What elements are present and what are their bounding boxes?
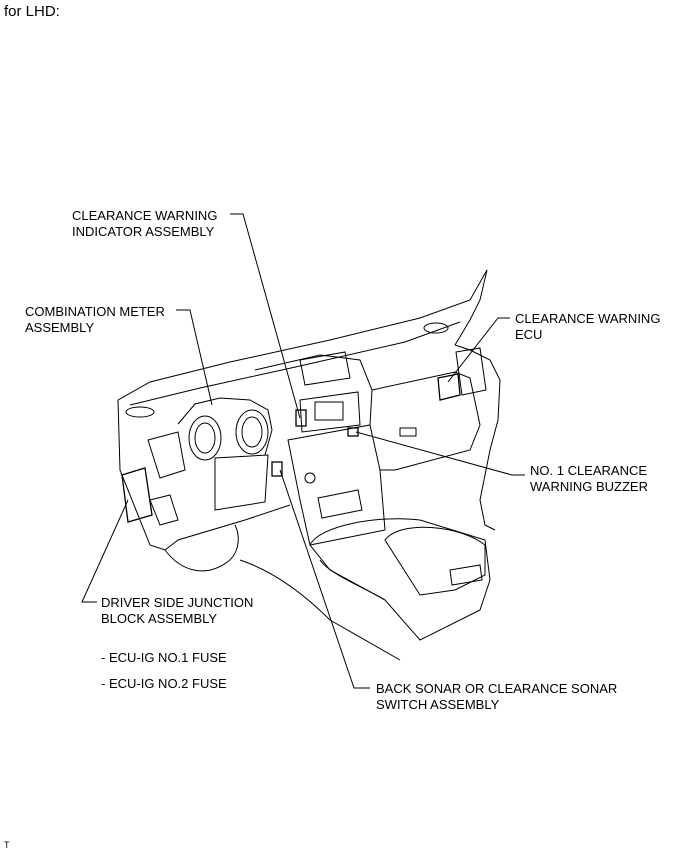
right-gauge xyxy=(235,409,269,455)
right-speaker-vent xyxy=(423,322,449,334)
buzzer-body xyxy=(347,427,359,437)
leader-combination-meter xyxy=(176,309,213,406)
audio-unit-screen xyxy=(314,401,344,421)
label-line: INDICATOR ASSEMBLY xyxy=(72,224,215,239)
label-back-sonar-switch: BACK SONAR OR CLEARANCE SONAR SWITCH ASS… xyxy=(376,681,617,713)
sonar-switch-body xyxy=(271,461,283,477)
center-console xyxy=(309,518,491,641)
windshield-edge xyxy=(454,269,488,346)
lower-trim xyxy=(149,494,179,526)
junction-block xyxy=(121,467,153,523)
footer-mark: T xyxy=(4,840,10,850)
footwell-curve xyxy=(164,524,239,572)
leader-clearance-ecu xyxy=(447,317,510,383)
console-lid xyxy=(384,526,486,596)
label-line: DRIVER SIDE JUNCTION xyxy=(101,595,254,610)
leader-clearance-indicator xyxy=(230,213,301,419)
label-line: BLOCK ASSEMBLY xyxy=(101,611,218,626)
leader-sonar-switch xyxy=(279,469,370,689)
label-line: CLEARANCE WARNING xyxy=(515,311,661,326)
fuse-list: - ECU-IG NO.1 FUSE - ECU-IG NO.2 FUSE xyxy=(101,650,227,692)
fuse-item: - ECU-IG NO.1 FUSE xyxy=(101,650,227,665)
label-driver-side-junction-block: DRIVER SIDE JUNCTION BLOCK ASSEMBLY xyxy=(101,595,253,627)
left-speaker-vent xyxy=(125,406,155,418)
leader-clearance-buzzer xyxy=(355,431,525,476)
left-gauge xyxy=(188,415,222,461)
label-line: WARNING BUZZER xyxy=(530,479,648,494)
meter-hood xyxy=(177,397,273,456)
label-clearance-warning-ecu: CLEARANCE WARNING ECU xyxy=(515,311,660,343)
left-gauge-inner xyxy=(194,422,216,454)
label-line: SWITCH ASSEMBLY xyxy=(376,697,500,712)
center-stack-body xyxy=(287,424,386,546)
center-display xyxy=(299,351,351,386)
label-combination-meter: COMBINATION METER ASSEMBLY xyxy=(25,304,165,336)
dash-top-outline xyxy=(117,269,488,401)
power-outlet xyxy=(304,472,316,484)
label-line: ECU xyxy=(515,327,543,342)
fuse-item: - ECU-IG NO.2 FUSE xyxy=(101,676,227,691)
left-lower-panel xyxy=(117,399,291,551)
center-stack-top xyxy=(254,354,373,426)
label-clearance-warning-buzzer: NO. 1 CLEARANCE WARNING BUZZER xyxy=(530,463,648,495)
label-line: COMBINATION METER xyxy=(25,304,165,319)
floor-edge xyxy=(239,559,401,661)
right-vent xyxy=(455,347,487,396)
indicator-body xyxy=(295,409,307,427)
right-gauge-inner xyxy=(241,416,263,448)
label-line: CLEARANCE WARNING xyxy=(72,208,218,223)
audio-unit xyxy=(299,391,361,433)
label-clearance-warning-indicator: CLEARANCE WARNING INDICATOR ASSEMBLY xyxy=(72,208,217,240)
glove-box xyxy=(371,371,481,471)
leader-junction-block xyxy=(81,499,129,603)
left-vent xyxy=(147,431,186,479)
label-line: NO. 1 CLEARANCE xyxy=(530,463,648,478)
label-line: BACK SONAR OR CLEARANCE SONAR xyxy=(376,681,618,696)
steering-column xyxy=(214,454,269,511)
page-heading: for LHD: xyxy=(4,3,60,20)
glove-handle xyxy=(399,427,417,437)
label-line: ASSEMBLY xyxy=(25,320,95,335)
console-rear-vent xyxy=(449,564,483,586)
center-stack-shelf xyxy=(317,489,363,519)
dash-right-edge xyxy=(454,344,501,531)
ecu-box xyxy=(437,373,461,401)
console-floor xyxy=(319,559,386,601)
dash-top-inner xyxy=(129,321,461,406)
